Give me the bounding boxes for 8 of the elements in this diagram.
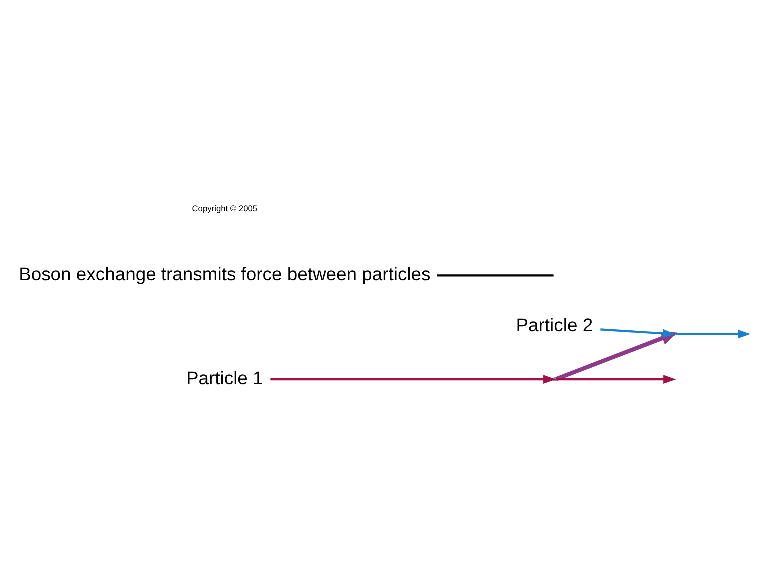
- arrow: [660, 328, 751, 344]
- label: Copyright © 2005: [192, 203, 258, 214]
- node-text: Boson exchange transmits force between particles: [19, 262, 431, 284]
- arrow: [544, 374, 676, 384]
- node-text: Particle 1: [186, 366, 264, 388]
- connector: [437, 274, 554, 276]
- node-text: Particle 2: [516, 314, 594, 335]
- node-point: [552, 377, 557, 381]
